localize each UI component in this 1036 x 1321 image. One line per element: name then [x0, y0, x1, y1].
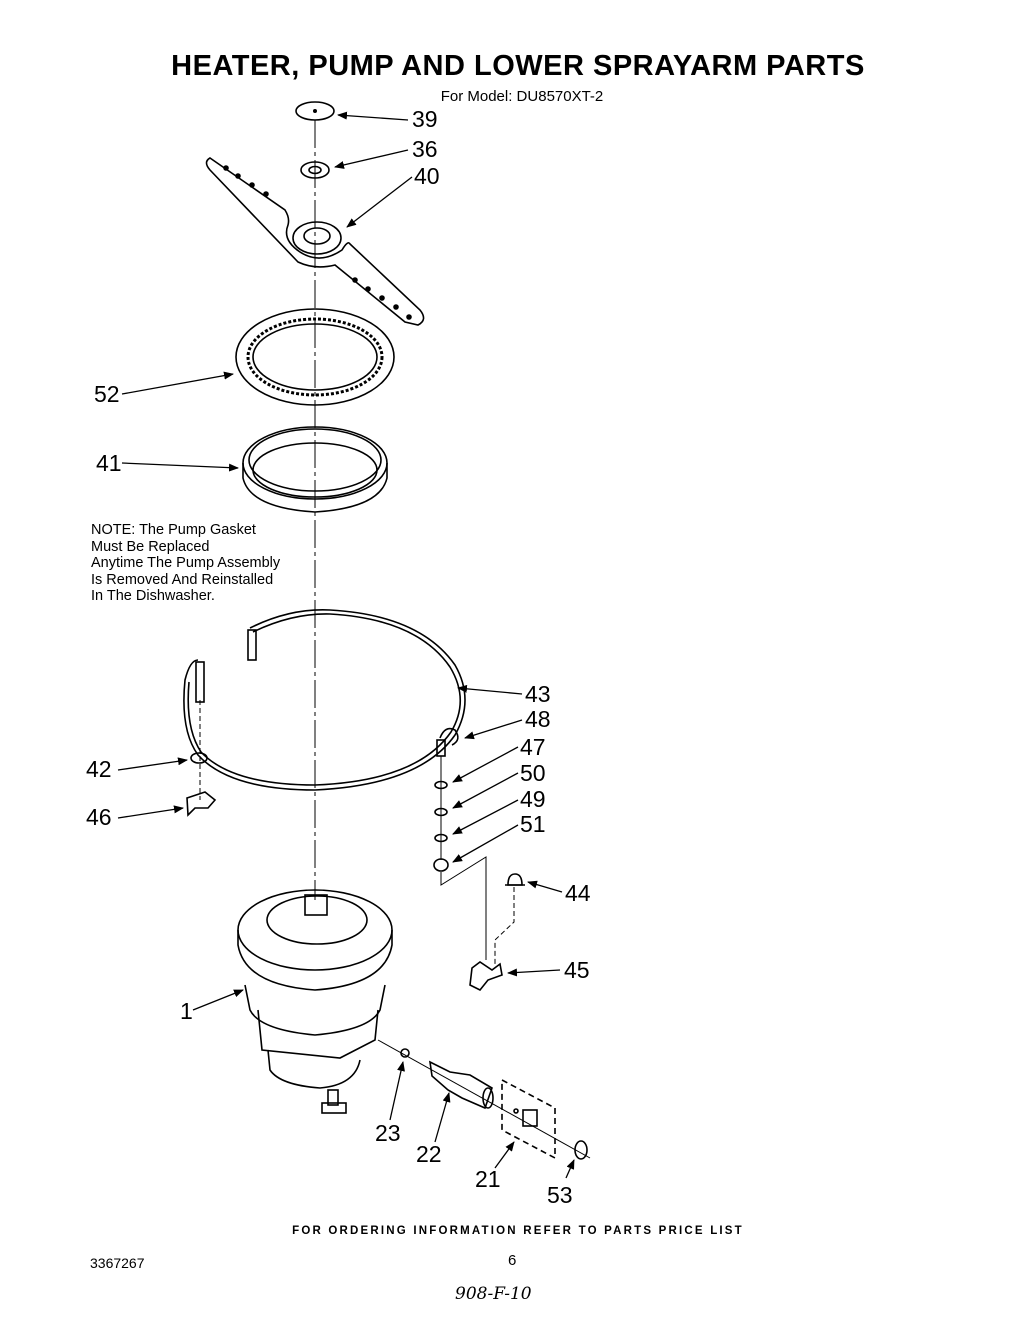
callout-50: 50	[520, 760, 546, 786]
part-22-drain-valve-icon	[428, 1060, 494, 1110]
callout-45: 45	[564, 957, 590, 983]
callout-21: 21	[475, 1166, 501, 1192]
callout-22: 22	[416, 1141, 442, 1167]
model-subtitle: For Model: DU8570XT-2	[440, 88, 604, 105]
page-title: HEATER, PUMP AND LOWER SPRAYARM PARTS	[171, 50, 865, 82]
callout-23: 23	[375, 1120, 401, 1146]
callout-leader-lines	[117, 111, 575, 1179]
part-52-filter-ring-icon	[235, 308, 395, 406]
ordering-info-footer: FOR ORDERING INFORMATION REFER TO PARTS …	[292, 1225, 744, 1237]
callout-48: 48	[525, 706, 551, 732]
part-40-sprayarm-icon	[205, 157, 425, 326]
page-number: 6	[508, 1252, 517, 1269]
part-21-solenoid-kit-icon	[501, 1079, 556, 1160]
callout-40: 40	[414, 163, 440, 189]
part-45-clip-icon	[469, 961, 503, 992]
callout-42: 42	[86, 756, 112, 782]
callout-53: 53	[547, 1182, 573, 1208]
callout-44: 44	[565, 880, 591, 906]
callout-36: 36	[412, 136, 438, 162]
document-number: 3367267	[90, 1255, 145, 1271]
callout-49: 49	[520, 786, 546, 812]
part-44-thermostat-icon	[494, 873, 525, 966]
pump-gasket-note: NOTE: The Pump Gasket Must Be Replaced A…	[91, 522, 281, 604]
part-1-pump-assembly-icon	[237, 889, 393, 1114]
part-48-51-terminal-stack-icon	[433, 727, 487, 960]
part-43-heater-icon	[183, 609, 466, 791]
part-23-oring-icon	[400, 1048, 410, 1058]
callout-52: 52	[94, 381, 120, 407]
part-46-bracket-icon	[186, 791, 217, 817]
handwritten-annotation: 908-F-10	[455, 1284, 532, 1304]
part-41-gasket-icon	[242, 426, 388, 513]
part-36-washer-icon	[300, 161, 330, 179]
callout-39: 39	[412, 106, 438, 132]
callout-41: 41	[96, 450, 122, 476]
callout-47: 47	[520, 734, 546, 760]
callout-46: 46	[86, 804, 112, 830]
part-53-clamp-icon	[574, 1140, 588, 1160]
callout-1: 1	[180, 998, 193, 1024]
part-39-cap-icon	[295, 101, 335, 121]
callout-43: 43	[525, 681, 551, 707]
callout-51: 51	[520, 811, 546, 837]
part-42-washer-icon	[190, 752, 208, 764]
